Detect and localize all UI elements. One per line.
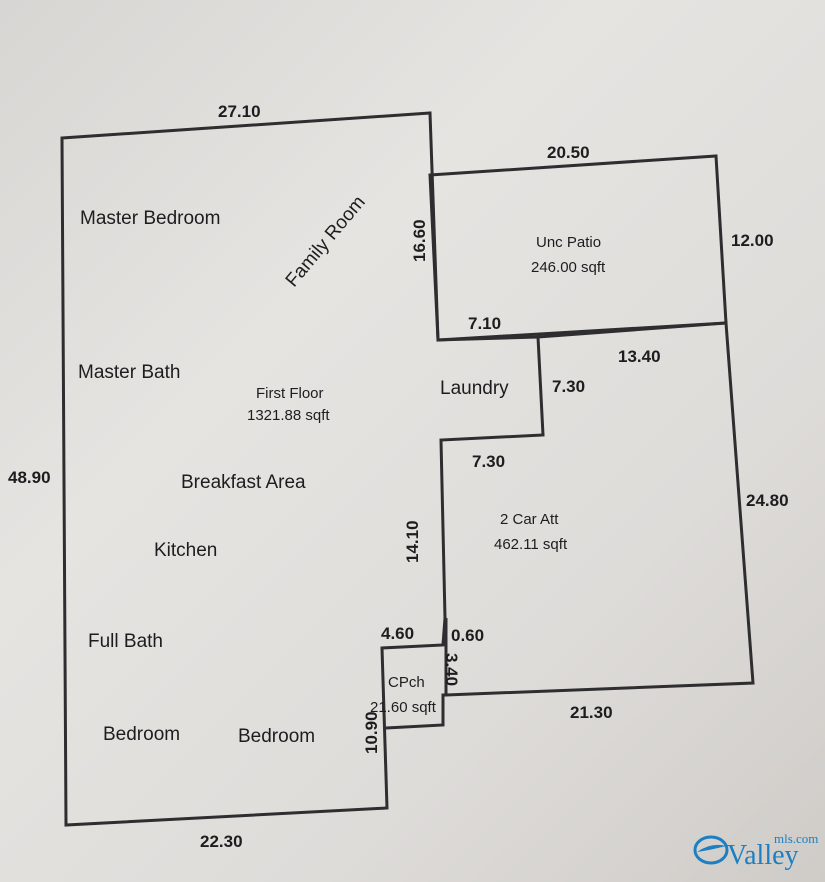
dim-main-top: 27.10 [218, 102, 261, 121]
dim-laundry-bottom: 7.30 [472, 452, 505, 471]
porch-sqft: 21.60 sqft [370, 699, 437, 716]
first-floor-sqft: 1321.88 sqft [247, 407, 330, 424]
room-family-room: Family Room [282, 192, 370, 291]
valleymls-logo: Valley mls.com [693, 831, 818, 871]
room-bedroom-1: Bedroom [103, 724, 180, 745]
dim-garage-bottom: 21.30 [570, 703, 613, 722]
patio-sqft: 246.00 sqft [531, 259, 606, 276]
room-master-bedroom: Master Bedroom [80, 208, 220, 229]
dim-patio-top: 20.50 [547, 143, 590, 162]
porch-outline [385, 617, 448, 730]
dim-porch-top: 4.60 [381, 624, 414, 643]
logo-suffix: mls.com [774, 831, 818, 846]
dim-porch-right: 3.40 [442, 653, 461, 686]
room-breakfast-area: Breakfast Area [181, 472, 306, 493]
garage-outline [445, 321, 755, 697]
first-floor-label: First Floor [256, 385, 324, 402]
dim-patio-bottom: 7.10 [468, 314, 501, 333]
dim-porch-step: 0.60 [451, 626, 484, 645]
patio-label: Unc Patio [536, 234, 601, 251]
porch-label: CPch [388, 674, 425, 691]
dim-porch-left: 10.90 [362, 711, 381, 754]
dim-main-left: 48.90 [8, 468, 51, 487]
logo-brand: Valley [727, 840, 799, 871]
room-bedroom-2: Bedroom [238, 726, 315, 747]
room-master-bath: Master Bath [78, 362, 180, 383]
dim-garage-top: 13.40 [618, 347, 661, 366]
dim-patio-right: 12.00 [731, 231, 774, 250]
dim-main-bottom: 22.30 [200, 832, 243, 851]
dim-laundry-right: 7.30 [552, 377, 585, 396]
room-full-bath: Full Bath [88, 631, 163, 652]
room-kitchen: Kitchen [154, 540, 217, 561]
dim-garage-left: 14.10 [403, 520, 422, 563]
room-laundry: Laundry [440, 378, 509, 399]
dim-patio-left: 16.60 [410, 219, 429, 262]
dim-garage-right: 24.80 [746, 491, 789, 510]
garage-sqft: 462.11 sqft [494, 536, 568, 553]
garage-label: 2 Car Att [500, 511, 559, 528]
